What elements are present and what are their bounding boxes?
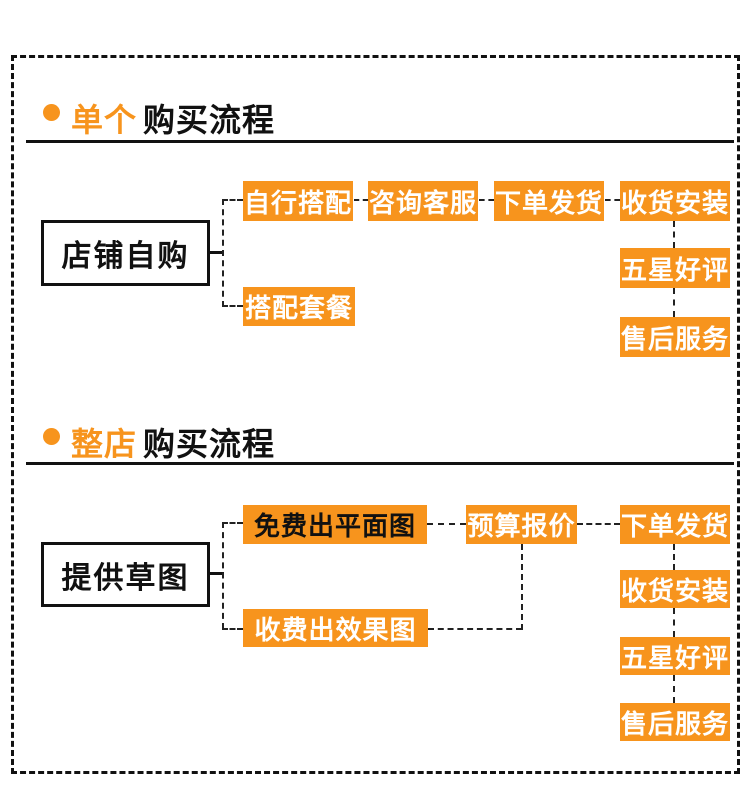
connector-step1-step2	[354, 199, 368, 201]
section-whole-divider	[26, 462, 734, 465]
connector-step4-step5	[673, 221, 675, 248]
heading-highlight: 整店	[71, 426, 138, 462]
connector-order-receive	[673, 544, 675, 570]
flow-step-receive-install: 收货安装	[620, 181, 730, 221]
connector-root-vertical	[222, 199, 224, 307]
flow-step-five-star-2: 五星好评	[620, 637, 730, 675]
connector-receive-fivestar	[673, 608, 675, 637]
connector-step2-step3	[479, 199, 494, 201]
section-single-divider	[26, 140, 734, 143]
connector-floorplan-quote	[427, 523, 466, 525]
flow-step-order-ship: 下单发货	[494, 181, 604, 221]
heading-rest: 购买流程	[143, 102, 276, 138]
section-whole-heading: 整店购买流程	[71, 419, 275, 465]
flow-step-consult-service: 咨询客服	[368, 181, 478, 221]
flow-branch-paid-render: 收费出效果图	[243, 609, 428, 647]
connector-step5-step6	[673, 288, 675, 317]
flow-step-free-floorplan: 免费出平面图	[243, 505, 427, 544]
connector-root2-to-bottom-branch	[222, 628, 243, 630]
heading-rest: 购买流程	[143, 426, 276, 462]
dashed-border-frame	[11, 55, 740, 774]
connector-root2-solid	[208, 572, 224, 575]
connector-root2-vertical	[222, 522, 224, 629]
flow-step-self-match: 自行搭配	[243, 181, 353, 221]
connector-root-solid	[208, 251, 224, 254]
flow-step-five-star: 五星好评	[620, 248, 730, 288]
flow-root-store-self-purchase: 店铺自购	[41, 220, 210, 286]
flow-step-receive-install-2: 收货安装	[620, 570, 730, 608]
flow-branch-match-package: 搭配套餐	[243, 287, 355, 326]
flow-step-order-ship-2: 下单发货	[620, 505, 730, 544]
flow-step-budget-quote: 预算报价	[466, 505, 577, 544]
connector-quote-down	[521, 544, 523, 630]
flow-step-after-sale-2: 售后服务	[620, 703, 730, 741]
section-single-heading: 单个购买流程	[71, 95, 275, 141]
bullet-icon	[43, 104, 60, 121]
bullet-icon	[43, 428, 60, 445]
connector-root-to-bottom-branch	[222, 305, 243, 307]
flow-root-provide-sketch: 提供草图	[41, 542, 210, 607]
connector-quote-order	[577, 523, 620, 525]
connector-step3-step4	[605, 199, 620, 201]
connector-render-horizontal	[428, 628, 522, 630]
connector-fivestar-aftersale	[673, 675, 675, 703]
heading-highlight: 单个	[71, 102, 138, 138]
connector-root2-to-top-branch	[222, 522, 243, 524]
flow-step-after-sale: 售后服务	[620, 317, 730, 357]
connector-root-to-top-branch	[222, 199, 243, 201]
